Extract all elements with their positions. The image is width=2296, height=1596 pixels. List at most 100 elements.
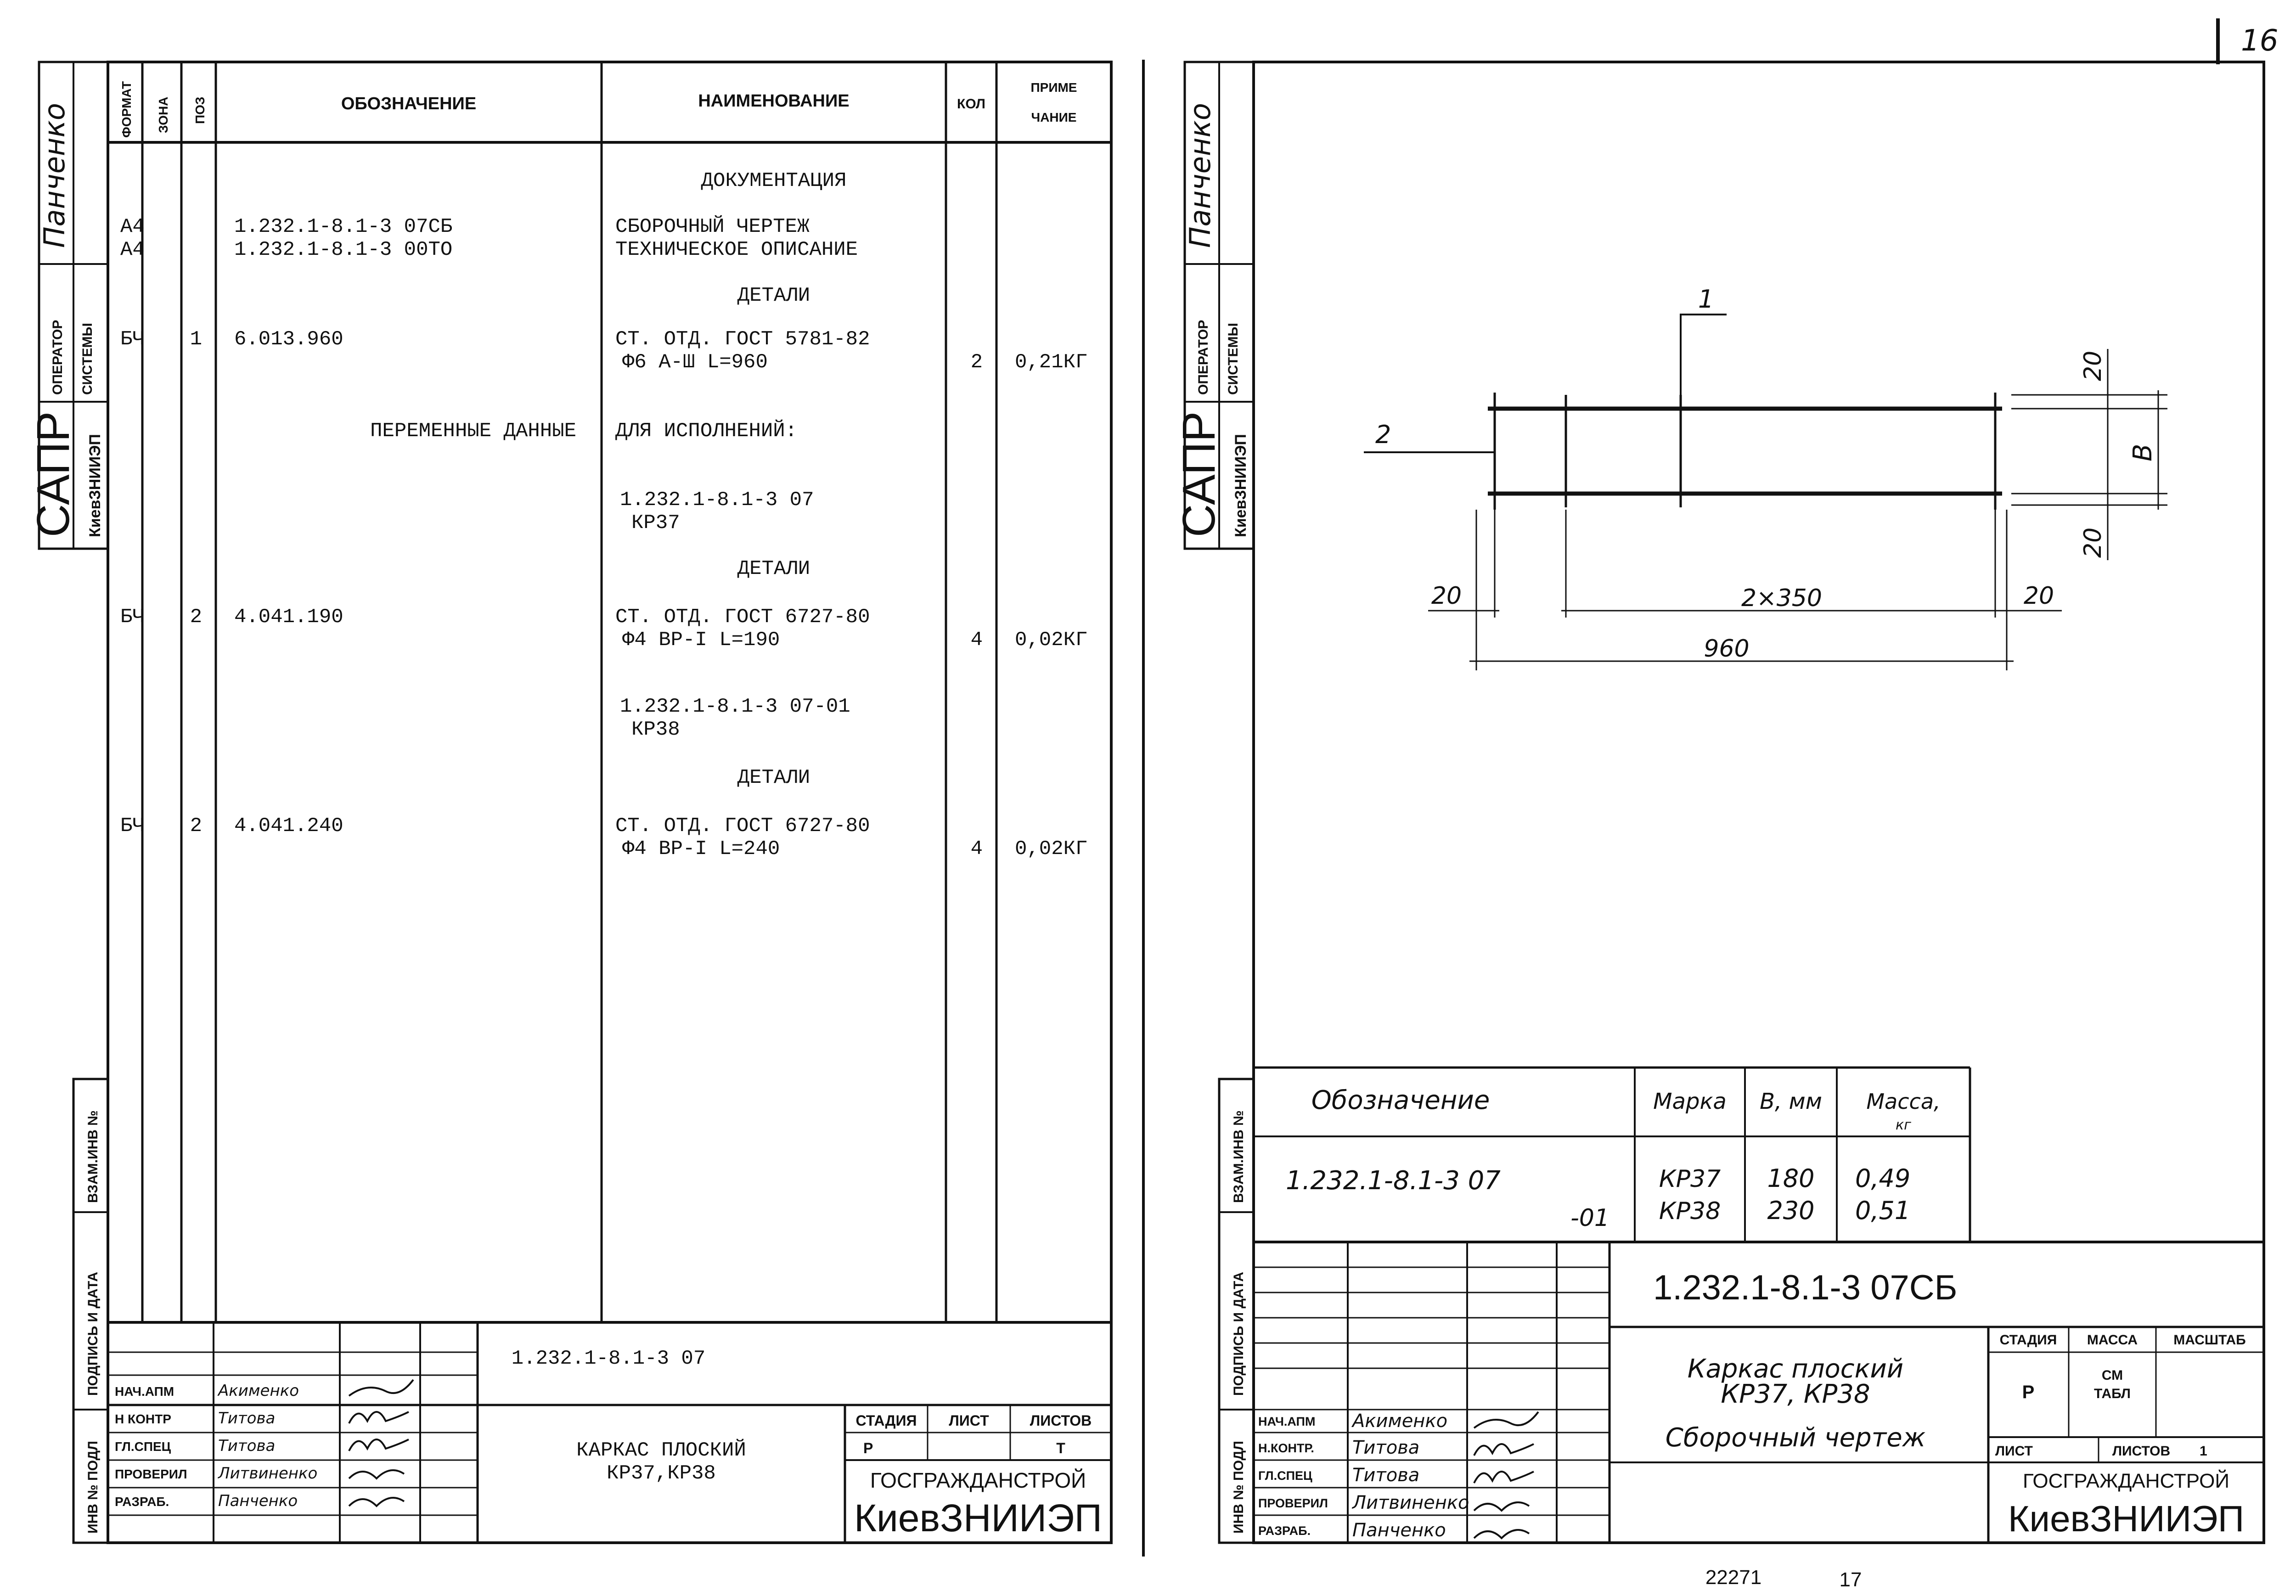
dim-span: 2×350 <box>1741 584 1822 612</box>
variants-header-mass: Масса, <box>1866 1089 1940 1114</box>
right-sheet-label: ЛИСТ <box>1995 1444 2033 1459</box>
col-zone-header: ЗОНА <box>156 97 170 133</box>
right-mass-label: МАССА <box>2087 1332 2138 1348</box>
side-inv-label: ИНВ № ПОДЛ <box>1231 1441 1246 1534</box>
left-people: НАЧ.АПМ Акименко Н КОНТР Титова ГЛ.СПЕЦ … <box>115 1382 317 1510</box>
left-sheet-label: ЛИСТ <box>949 1412 989 1429</box>
spec-qty: 4 <box>971 837 983 860</box>
dim-total: 960 <box>1704 635 1749 663</box>
spec-pos: 2 <box>190 606 202 629</box>
right-title-3: Сборочный чертеж <box>1666 1423 1925 1453</box>
person-name: Титова <box>218 1437 275 1455</box>
variants-header-designation: Обозначение <box>1311 1085 1490 1115</box>
variant-b: 180 <box>1767 1164 1814 1193</box>
spec-designation: 4.041.240 <box>234 815 343 837</box>
spec-format: БЧ <box>120 328 145 351</box>
right-org-1: ГОСГРАЖДАНСТРОЙ <box>2023 1469 2229 1492</box>
side-sapr-label: САПР <box>1173 411 1225 537</box>
left-sheets-value: Т <box>1056 1440 1065 1456</box>
variant-mark: КР37 <box>1659 1165 1721 1193</box>
variant-mark: КР38 <box>1659 1197 1721 1225</box>
left-stage-label: СТАДИЯ <box>856 1412 917 1429</box>
variants-header-mass-unit: кг <box>1896 1117 1911 1133</box>
side-author-signature: Панченко <box>1183 103 1217 248</box>
col-note-header-1: ПРИМЕ <box>1031 80 1077 95</box>
left-signatures <box>348 1379 414 1507</box>
spec-variable-data: ПЕРЕМЕННЫЕ ДАННЫЕ <box>370 420 576 443</box>
person-name: Панченко <box>218 1492 298 1510</box>
left-sheets-label: ЛИСТОВ <box>1030 1412 1092 1429</box>
person-name: Акименко <box>1351 1411 1447 1432</box>
role-label: РАЗРАБ. <box>1258 1524 1311 1538</box>
side-system-label: СИСТЕМЫ <box>80 323 95 395</box>
right-mass-value-2: ТАБЛ <box>2094 1386 2131 1401</box>
right-signatures <box>1473 1411 1539 1540</box>
role-label: Н КОНТР <box>115 1412 171 1426</box>
right-sheet: Панченко ОПЕРАТОР СИСТЕМЫ САПР КиевЗНИИЭ… <box>1173 61 2265 1544</box>
dim-20-left: 20 <box>1431 582 1462 610</box>
side-operator-label: ОПЕРАТОР <box>1196 320 1211 395</box>
variants-table: Обозначение Марка В, мм Масса, кг 1.232.… <box>1254 1066 1971 1242</box>
dim-20-bottom: 20 <box>2079 528 2107 558</box>
spec-name: СБОРОЧНЫЙ ЧЕРТЕЖ <box>615 215 810 238</box>
right-stage-label: СТАДИЯ <box>2000 1332 2057 1348</box>
side-vzam-label: ВЗАМ.ИНВ № <box>85 1110 101 1203</box>
spec-note: 0,02КГ <box>1015 629 1087 652</box>
col-designation-header: ОБОЗНАЧЕНИЕ <box>341 94 476 113</box>
role-label: ПРОВЕРИЛ <box>115 1467 187 1481</box>
role-label: Н.КОНТР. <box>1258 1441 1314 1455</box>
spec-pos: 2 <box>190 815 202 837</box>
right-org-2: КиевЗНИИЭП <box>2008 1498 2244 1539</box>
spec-name: ДЛЯ ИСПОЛНЕНИЙ: <box>615 419 797 443</box>
left-org-2: КиевЗНИИЭП <box>854 1496 1102 1540</box>
dim-20-right: 20 <box>2024 582 2054 610</box>
right-sheets-label: ЛИСТОВ <box>2112 1444 2170 1459</box>
variant-mass: 0,49 <box>1855 1164 1910 1193</box>
side-org-label: КиевЗНИИЭП <box>86 434 104 537</box>
spec-format: А4 <box>120 215 145 238</box>
left-title-1: КАРКАС ПЛОСКИЙ <box>576 1439 746 1462</box>
variant-b: 230 <box>1767 1196 1814 1225</box>
role-label: ГЛ.СПЕЦ <box>115 1439 171 1454</box>
callout-1-label: 1 <box>1698 285 1714 314</box>
spec-name: СТ. ОТД. ГОСТ 6727-80 <box>615 606 870 629</box>
spec-designation: 1.232.1-8.1-3 00ТО <box>234 238 452 261</box>
spec-rows: ДОКУМЕНТАЦИЯ А4 1.232.1-8.1-3 07СБ СБОРО… <box>120 169 1087 860</box>
side-system-label: СИСТЕМЫ <box>1226 323 1241 395</box>
person-name: Титова <box>1352 1465 1419 1486</box>
person-name: Панченко <box>1352 1520 1446 1541</box>
variants-designation-suffix: -01 <box>1570 1204 1609 1232</box>
side-org-label: КиевЗНИИЭП <box>1232 434 1249 537</box>
person-name: Литвиненко <box>1351 1492 1469 1513</box>
spec-designation: 4.041.190 <box>234 606 343 629</box>
dim-20-top: 20 <box>2079 351 2107 381</box>
spec-format: БЧ <box>120 606 145 629</box>
spec-name-line2: Ф6 А-Ш L=960 <box>622 351 768 374</box>
right-title-2: КР37, КР38 <box>1721 1379 1870 1409</box>
right-sheets-value: 1 <box>2200 1444 2207 1459</box>
spec-name: СТ. ОТД. ГОСТ 6727-80 <box>615 815 870 837</box>
side-author-signature: Панченко <box>38 103 71 248</box>
variants-header-b: В, мм <box>1760 1089 1822 1114</box>
spec-name: ТЕХНИЧЕСКОЕ ОПИСАНИЕ <box>615 238 858 261</box>
spec-qty: 2 <box>971 351 983 374</box>
col-qty-header: КОЛ <box>957 96 985 112</box>
spec-qty: 4 <box>971 629 983 652</box>
side-operator-label: ОПЕРАТОР <box>50 320 65 395</box>
col-name-header: НАИМЕНОВАНИЕ <box>698 91 849 111</box>
person-name: Титова <box>218 1409 275 1427</box>
side-podpis-label: ПОДПИСЬ И ДАТА <box>85 1272 101 1396</box>
person-name: Акименко <box>217 1382 299 1400</box>
right-title-1: Каркас плоский <box>1688 1354 1903 1384</box>
spec-designation: 6.013.960 <box>234 328 343 351</box>
right-title-block: 1.232.1-8.1-3 07СБ Каркас плоский КР37, … <box>1254 1241 2264 1543</box>
spec-format: А4 <box>120 238 145 261</box>
spec-section-heading: ДЕТАЛИ <box>737 284 810 307</box>
footer-doc-number: 22271 <box>1705 1566 1761 1589</box>
right-mass-value-1: СМ <box>2102 1368 2123 1383</box>
role-label: ГЛ.СПЕЦ <box>1258 1469 1312 1483</box>
spec-name: СТ. ОТД. ГОСТ 5781-82 <box>615 328 870 351</box>
role-label: НАЧ.АПМ <box>1258 1415 1315 1428</box>
spec-variant-mark: КР38 <box>631 718 680 741</box>
